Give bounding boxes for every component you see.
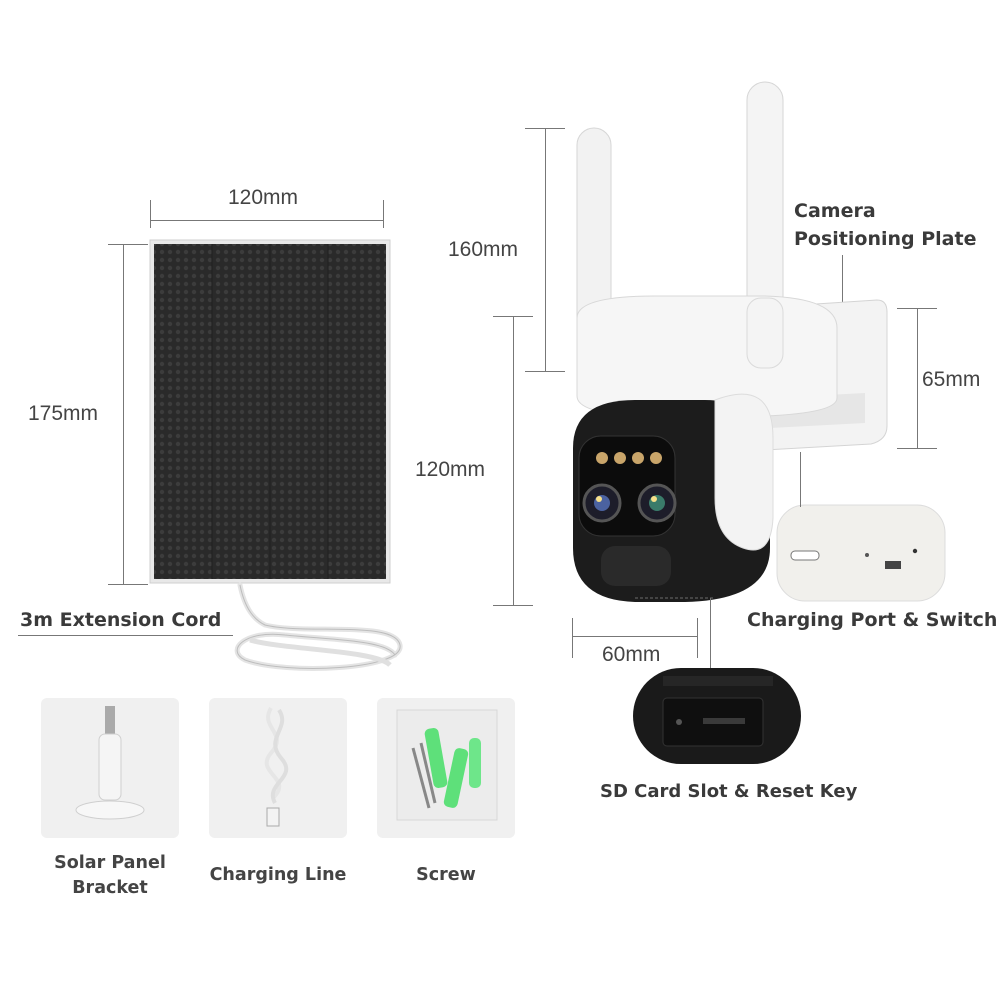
charging-port-detail-image xyxy=(776,504,946,602)
screw-icon xyxy=(396,709,498,821)
camera-total-height-line xyxy=(545,128,546,371)
panel-width-label: 120mm xyxy=(228,186,299,209)
camera-total-height-tick-bottom xyxy=(525,371,565,372)
charging-port-label: Charging Port & Switch xyxy=(747,609,998,631)
plate-height-line xyxy=(917,308,918,448)
panel-height-label: 175mm xyxy=(28,402,99,425)
accessory-bracket-thumbnail xyxy=(41,698,179,838)
accessory-bracket-caption-line1: Solar Panel xyxy=(54,853,166,873)
plate-height-label: 65mm xyxy=(922,368,981,391)
accessory-cable-thumbnail xyxy=(209,698,347,838)
extension-cord-underline xyxy=(18,635,233,636)
camera-body-height-line xyxy=(513,316,514,605)
camera-total-height-label: 160mm xyxy=(448,238,519,261)
panel-height-dimension-line xyxy=(123,244,124,584)
extension-cord-label: 3m Extension Cord xyxy=(20,609,222,631)
camera-width-label: 60mm xyxy=(602,643,661,666)
camera-width-tick-right xyxy=(697,618,698,658)
panel-width-tick-left xyxy=(150,200,151,228)
plate-height-tick-bottom xyxy=(897,448,937,449)
panel-width-dimension-line xyxy=(150,220,384,221)
accessory-cable-caption: Charging Line xyxy=(209,865,347,885)
camera-body-height-label: 120mm xyxy=(415,458,486,481)
camera-width-line xyxy=(572,636,697,637)
panel-height-tick-top xyxy=(108,244,148,245)
charging-port-pointer xyxy=(800,452,801,507)
sd-card-label: SD Card Slot & Reset Key xyxy=(600,781,858,802)
panel-width-tick-right xyxy=(383,200,384,228)
positioning-plate-pointer xyxy=(842,255,843,305)
bracket-icon xyxy=(75,706,145,820)
extension-cord-image xyxy=(234,582,403,671)
accessory-bracket-caption-line2: Bracket xyxy=(72,878,148,898)
panel-height-tick-bottom xyxy=(108,584,148,585)
camera-width-tick-left xyxy=(572,618,573,658)
camera-image xyxy=(573,81,888,602)
sd-card-pointer xyxy=(710,598,711,668)
plate-height-tick-top xyxy=(897,308,937,309)
positioning-plate-label-line1: Camera xyxy=(794,200,876,222)
sd-card-detail-image xyxy=(633,668,801,764)
cable-icon xyxy=(264,706,289,827)
accessory-screw-thumbnail xyxy=(377,698,515,838)
solar-panel-image xyxy=(149,239,391,584)
camera-body-height-tick-bottom xyxy=(493,605,533,606)
camera-total-height-tick-top xyxy=(525,128,565,129)
camera-body-height-tick-top xyxy=(493,316,533,317)
positioning-plate-label-line2: Positioning Plate xyxy=(794,228,977,250)
accessory-screw-caption: Screw xyxy=(416,865,476,885)
